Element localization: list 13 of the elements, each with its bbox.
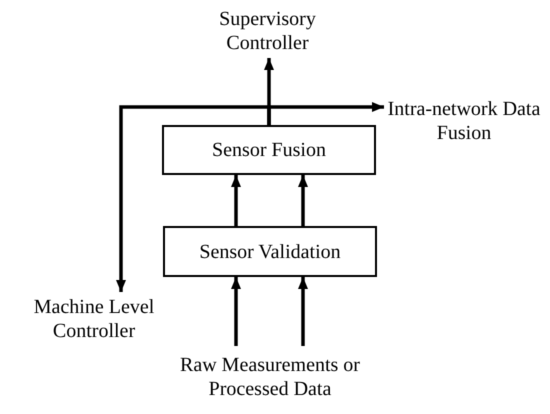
node-label: Intra-network Data Fusion: [384, 94, 544, 148]
node-label: Supervisory Controller: [185, 4, 350, 58]
arrow: [298, 175, 308, 226]
process-box: [163, 226, 377, 277]
process-box: [162, 125, 376, 175]
arrow: [116, 105, 271, 292]
arrow: [231, 277, 241, 346]
node-label: Raw Measurements or Processed Data: [160, 346, 380, 408]
box-label: Sensor Fusion: [212, 138, 326, 162]
arrow: [298, 277, 308, 346]
arrow: [231, 175, 241, 226]
node-label: Machine Level Controller: [8, 292, 180, 346]
box-label: Sensor Validation: [199, 240, 341, 264]
